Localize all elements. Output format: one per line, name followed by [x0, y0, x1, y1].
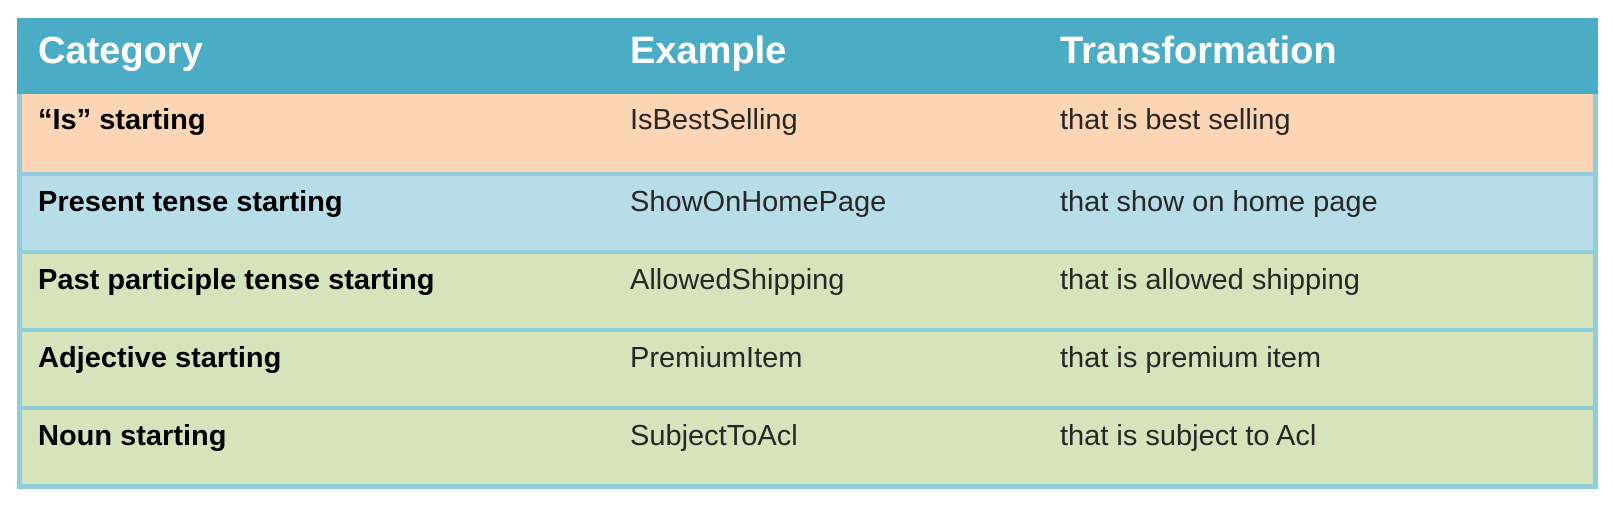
table-header-row: Category Example Transformation	[17, 18, 1598, 94]
cell-example: PremiumItem	[630, 342, 803, 374]
cell-category: Adjective starting	[38, 342, 282, 374]
table-row-is-starting: “Is” starting IsBestSelling that is best…	[22, 94, 1593, 172]
cell-example: SubjectToAcl	[630, 420, 798, 452]
table-row-noun: Noun starting SubjectToAcl that is subje…	[22, 406, 1593, 484]
cell-transformation: that is subject to Acl	[1060, 420, 1317, 452]
table-body: “Is” starting IsBestSelling that is best…	[17, 94, 1598, 489]
table-row-adjective: Adjective starting PremiumItem that is p…	[22, 328, 1593, 406]
cell-example: AllowedShipping	[630, 264, 845, 296]
cell-category: “Is” starting	[38, 104, 206, 136]
table-row-present-tense: Present tense starting ShowOnHomePage th…	[22, 172, 1593, 250]
cell-category: Present tense starting	[38, 186, 343, 218]
cell-category: Noun starting	[38, 420, 227, 452]
cell-transformation: that is allowed shipping	[1060, 264, 1360, 296]
cell-example: ShowOnHomePage	[630, 186, 887, 218]
cell-transformation: that is best selling	[1060, 104, 1291, 136]
naming-convention-table: Category Example Transformation “Is” sta…	[17, 18, 1598, 489]
cell-category: Past participle tense starting	[38, 264, 435, 296]
column-header-example: Example	[630, 30, 787, 72]
table-row-past-participle: Past participle tense starting AllowedSh…	[22, 250, 1593, 328]
cell-transformation: that is premium item	[1060, 342, 1322, 374]
cell-example: IsBestSelling	[630, 104, 798, 136]
cell-transformation: that show on home page	[1060, 186, 1378, 218]
column-header-category: Category	[38, 30, 203, 72]
column-header-transformation: Transformation	[1060, 30, 1337, 72]
